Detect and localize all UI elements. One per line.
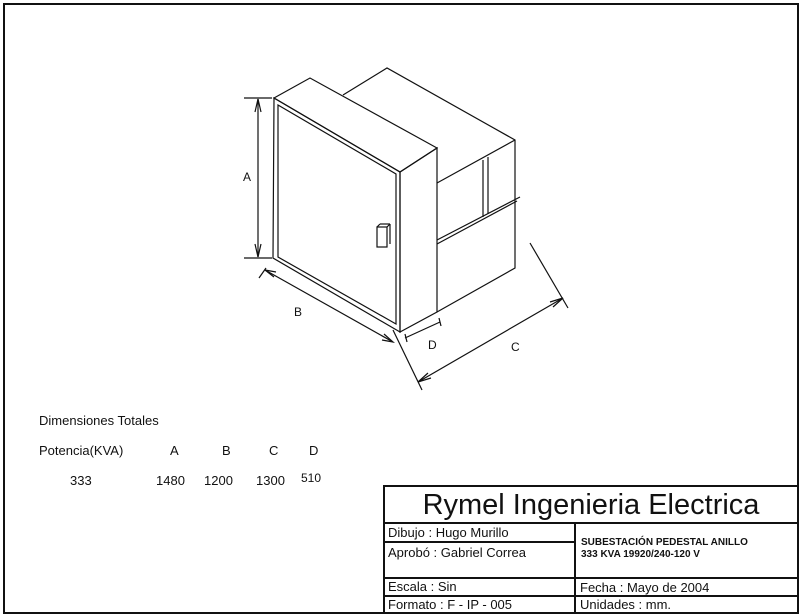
header-d: D (309, 443, 319, 458)
description-line-2: 333 KVA 19920/240-120 V (581, 549, 700, 560)
dibujo-field: Dibujo : Hugo Murillo (388, 525, 509, 540)
formato-field: Formato : F - IP - 005 (388, 597, 513, 612)
cell-potencia: 333 (70, 473, 92, 488)
divider (385, 577, 797, 579)
cell-d: 510 (301, 471, 322, 485)
dimension-a (244, 97, 272, 259)
drawing-description: SUBESTACIÓN PEDESTAL ANILLO 333 KVA 1992… (581, 537, 748, 561)
back-box (342, 67, 521, 313)
dimension-label-d: D (428, 338, 437, 352)
dimension-d (404, 317, 442, 343)
company-name: Rymel Ingenieria Electrica (385, 487, 797, 524)
dimension-label-b: B (294, 305, 302, 319)
cell-b: 1200 (204, 473, 233, 488)
header-c: C (269, 443, 279, 458)
divider (385, 595, 797, 597)
dimension-label-a: A (243, 170, 251, 184)
fecha-field: Fecha : Mayo de 2004 (580, 580, 710, 595)
description-line-1: SUBESTACIÓN PEDESTAL ANILLO (581, 537, 748, 548)
cell-c: 1300 (256, 473, 285, 488)
dimension-b (258, 267, 395, 343)
door-handle-icon (376, 223, 391, 248)
drawing-border (3, 3, 799, 614)
front-box (272, 77, 439, 334)
cell-a: 1480 (156, 473, 185, 488)
dimension-label-c: C (511, 340, 520, 354)
unidades-field: Unidades : mm. (580, 597, 672, 612)
escala-field: Escala : Sin (388, 579, 457, 594)
title-block: Rymel Ingenieria Electrica Dibujo : Hugo… (383, 485, 797, 614)
header-a: A (170, 443, 179, 458)
dimensions-heading: Dimensiones Totales (39, 413, 159, 428)
divider (385, 541, 574, 543)
aprobo-field: Aprobó : Gabriel Correa (388, 545, 527, 560)
header-b: B (222, 443, 231, 458)
dimension-c (392, 242, 569, 391)
header-potencia: Potencia(KVA) (39, 443, 124, 458)
divider (574, 522, 576, 614)
